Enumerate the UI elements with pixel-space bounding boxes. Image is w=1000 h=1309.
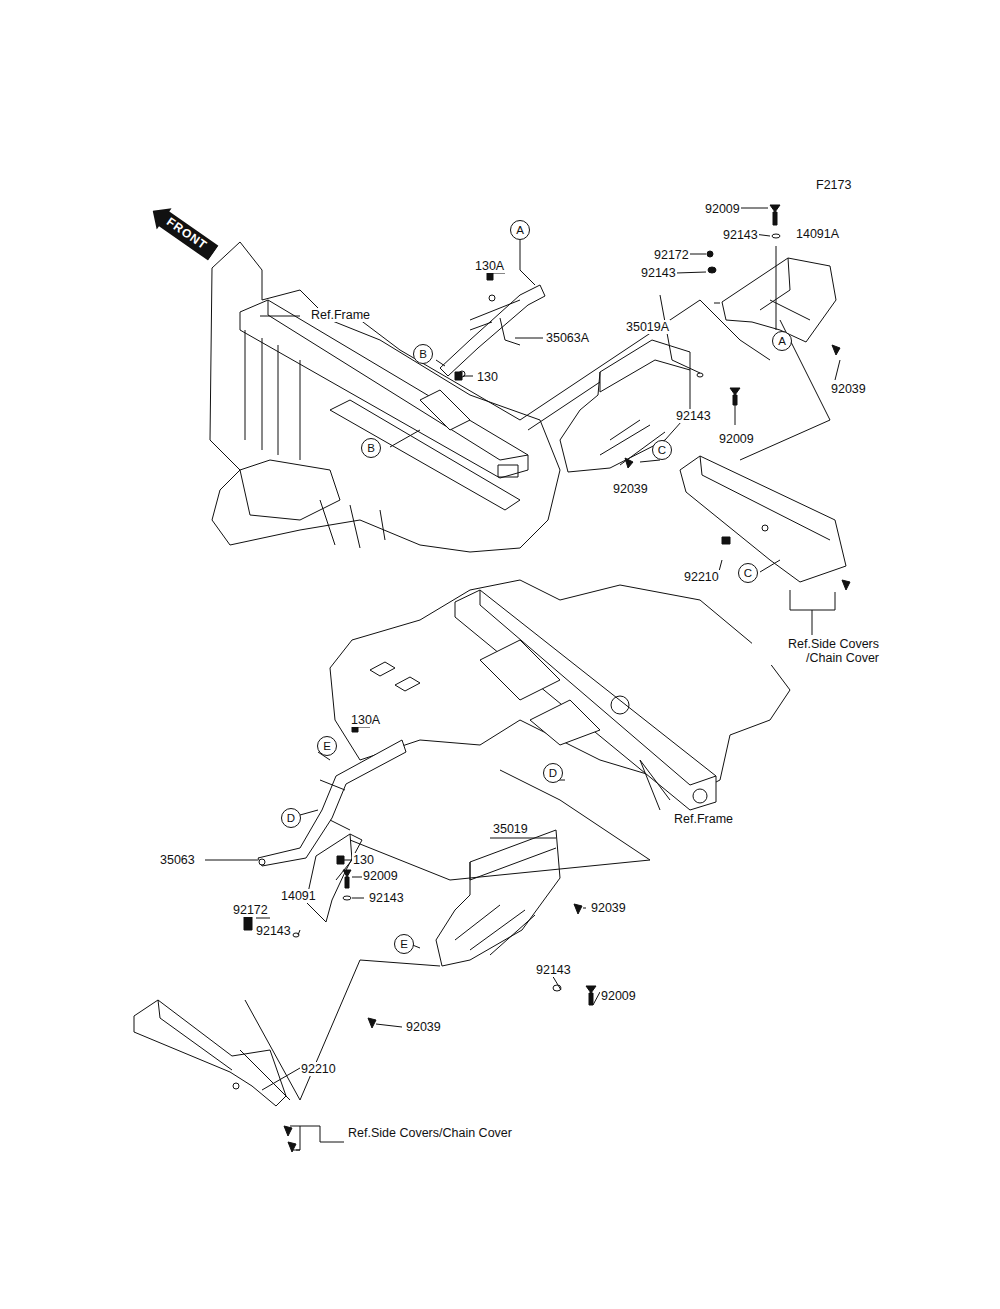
reference-circle: C	[652, 440, 672, 460]
reference-letter: A	[516, 224, 524, 236]
part-number: 92143	[368, 891, 405, 905]
reference-circle: D	[543, 763, 563, 783]
front-arrow: FRONT	[145, 200, 221, 264]
part-number: 92143	[640, 266, 677, 280]
reference-note: Ref.Side Covers/Chain Cover	[347, 1126, 513, 1140]
reference-circle: B	[361, 438, 381, 458]
reference-letter: A	[778, 335, 786, 347]
reference-circle: E	[317, 736, 337, 756]
part-number: 92210	[300, 1062, 337, 1076]
part-number: 92143	[255, 924, 292, 938]
part-number: 92039	[612, 482, 649, 496]
reference-letter: E	[323, 740, 331, 752]
part-number: 92009	[704, 202, 741, 216]
part-number: 92143	[535, 963, 572, 977]
part-number: 92009	[362, 869, 399, 883]
reference-note: Ref.Frame	[673, 812, 734, 826]
part-number: 14091	[280, 889, 317, 903]
part-number: 35019	[492, 822, 529, 836]
part-number: 130A	[474, 259, 505, 273]
figure-number: F2173	[815, 178, 852, 192]
part-number: 92009	[718, 432, 755, 446]
part-number: 14091A	[795, 227, 840, 241]
part-number: 92172	[653, 248, 690, 262]
part-number: 92039	[405, 1020, 442, 1034]
reference-letter: B	[419, 348, 427, 360]
part-number: 92172	[232, 903, 269, 917]
part-number: 92039	[590, 901, 627, 915]
reference-letter: E	[400, 938, 408, 950]
part-number: 35019A	[625, 320, 670, 334]
reference-note: Ref.Frame	[310, 308, 371, 322]
reference-circle: C	[738, 563, 758, 583]
part-number: 92143	[722, 228, 759, 242]
part-number: 130A	[350, 713, 381, 727]
reference-circle: B	[413, 344, 433, 364]
part-number: 92143	[675, 409, 712, 423]
reference-circle: A	[510, 220, 530, 240]
reference-circle: A	[772, 331, 792, 351]
reference-letter: D	[549, 767, 557, 779]
reference-circle: E	[394, 934, 414, 954]
part-number: 130	[476, 370, 499, 384]
part-number: 92039	[830, 382, 867, 396]
part-number: 130	[352, 853, 375, 867]
reference-letter: B	[367, 442, 375, 454]
reference-circle: D	[281, 808, 301, 828]
reference-letter: C	[744, 567, 752, 579]
part-number: 35063A	[545, 331, 590, 345]
part-number: 92210	[683, 570, 720, 584]
part-number: 35063	[159, 853, 196, 867]
reference-letter: C	[658, 444, 666, 456]
reference-letter: D	[287, 812, 295, 824]
part-number: 92009	[600, 989, 637, 1003]
reference-note: Ref.Side Covers /Chain Cover	[752, 637, 880, 665]
